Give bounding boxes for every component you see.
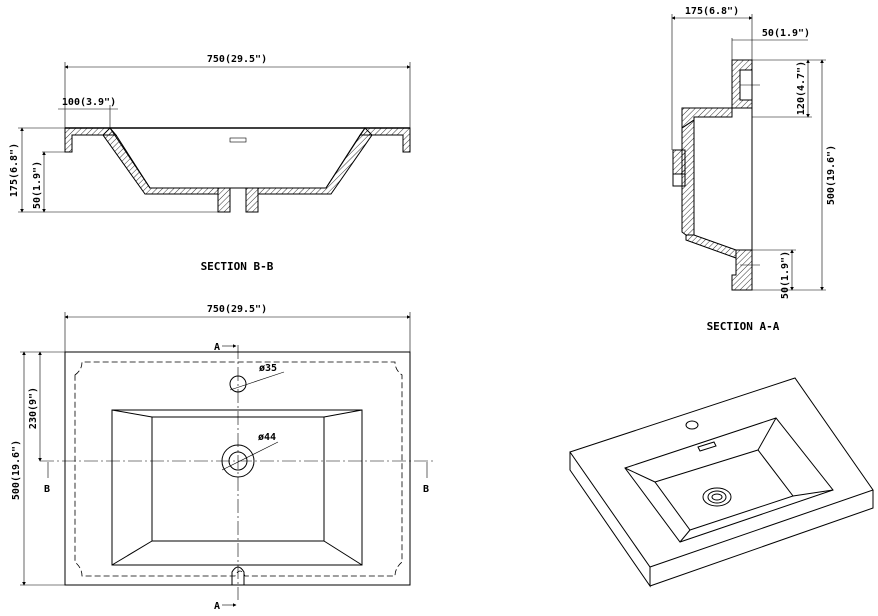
plan-offset-dim: 230(9") bbox=[28, 387, 39, 429]
cut-a-bottom-label: A bbox=[214, 601, 220, 612]
plan-width-dim: 750(29.5") bbox=[207, 304, 267, 315]
cut-b-right-label: B bbox=[423, 484, 429, 495]
section-bb-title: SECTION B-B bbox=[201, 260, 274, 273]
bb-height-dim: 175(6.8") bbox=[9, 143, 20, 197]
plan-view: 750(29.5") ø35 ø44 A A B bbox=[11, 304, 435, 612]
aa-depth-dim: 500(19.6") bbox=[826, 145, 837, 205]
cut-a-top-label: A bbox=[214, 342, 220, 353]
cut-b-left-label: B bbox=[44, 484, 50, 495]
aa-top-dim: 50(1.9") bbox=[762, 28, 810, 39]
aa-height-dim: 175(6.8") bbox=[685, 6, 739, 17]
tap-hole-label: ø35 bbox=[259, 363, 277, 374]
bb-width-dim: 750(29.5") bbox=[207, 54, 267, 65]
section-aa-title: SECTION A-A bbox=[707, 320, 780, 333]
aa-upper-dim: 120(4.7") bbox=[796, 61, 807, 115]
section-aa-view: 175(6.8") 50(1.9") 120(4.7") 500(19.6") … bbox=[671, 6, 837, 333]
bb-rim-dim: 100(3.9") bbox=[62, 97, 116, 108]
iso-overflow-icon bbox=[697, 441, 717, 452]
aa-lower-dim: 50(1.9") bbox=[780, 251, 791, 299]
iso-tap-hole-icon bbox=[685, 420, 699, 430]
bb-drain-dim: 50(1.9") bbox=[32, 161, 43, 209]
drain-hole-label: ø44 bbox=[258, 432, 276, 443]
plan-depth-dim: 500(19.6") bbox=[11, 440, 22, 500]
isometric-view bbox=[569, 377, 874, 588]
section-bb-view: 750(29.5") 100(3.9") 175(6.8") 50(1.9") … bbox=[9, 54, 411, 273]
iso-drain-icon bbox=[702, 487, 732, 507]
